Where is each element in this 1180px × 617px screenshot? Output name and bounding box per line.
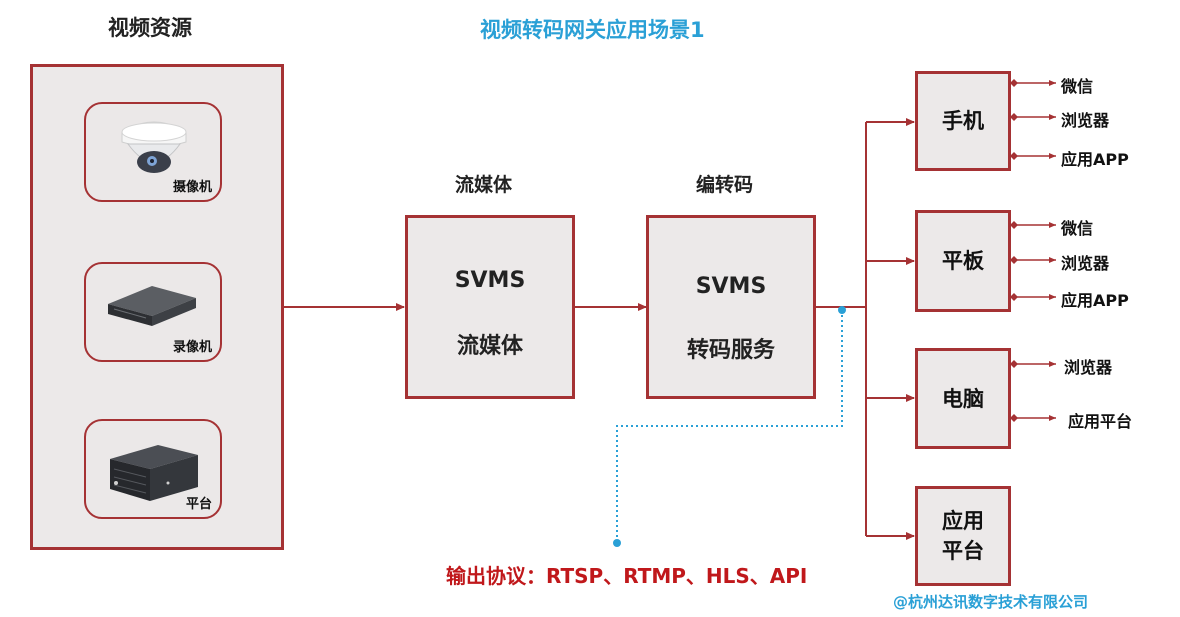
tablet-leaf-app: 应用APP [1061,291,1129,310]
recorder-icon [108,286,196,326]
transcode-heading: 编转码 [696,174,754,196]
app-platform-box: 应用 平台 [915,486,1011,586]
phone-box: 手机 [915,71,1011,171]
diagram-title: 视频转码网关应用场景1 [480,18,705,42]
video-source-panel: 摄像机 录像机 平台 [30,64,284,550]
app-platform-label: 应用 平台 [918,506,1008,566]
phone-leaf-app: 应用APP [1061,150,1129,169]
phone-leaf-wechat: 微信 [1061,77,1094,96]
camera-label: 摄像机 [172,180,212,195]
transcode-line2: 转码服务 [686,338,775,363]
platform-card: 平台 [84,419,222,519]
phone-label: 手机 [942,109,984,133]
camera-icon [121,121,187,173]
pc-label: 电脑 [942,386,984,411]
recorder-label: 录像机 [172,340,212,355]
camera-card: 摄像机 [84,102,222,202]
streaming-heading: 流媒体 [455,174,513,196]
tablet-label: 平板 [942,249,984,273]
streaming-box: SVMS 流媒体 [405,215,575,399]
video-source-title: 视频资源 [108,16,192,40]
recorder-card: 录像机 [84,262,222,362]
output-protocol-text: 输出协议：RTSP、RTMP、HLS、API [446,564,808,588]
tablet-leaf-wechat: 微信 [1061,219,1094,238]
pc-leaf-browser: 浏览器 [1064,358,1113,377]
phone-leaf-browser: 浏览器 [1061,111,1110,130]
pc-leaf-app-platform: 应用平台 [1068,412,1133,431]
transcode-line1: SVMS [695,274,767,299]
app-platform-label-line2: 平台 [942,539,984,563]
pc-box: 电脑 [915,348,1011,449]
tablet-box: 平板 [915,210,1011,312]
streaming-line2: 流媒体 [456,334,523,359]
tablet-leaf-browser: 浏览器 [1061,254,1110,273]
streaming-line1: SVMS [454,268,526,293]
platform-label: 平台 [185,497,212,512]
company-watermark: @杭州达讯数字技术有限公司 [893,593,1089,611]
transcode-box: SVMS 转码服务 [646,215,816,399]
app-platform-label-line1: 应用 [942,509,984,533]
server-icon [110,445,198,501]
